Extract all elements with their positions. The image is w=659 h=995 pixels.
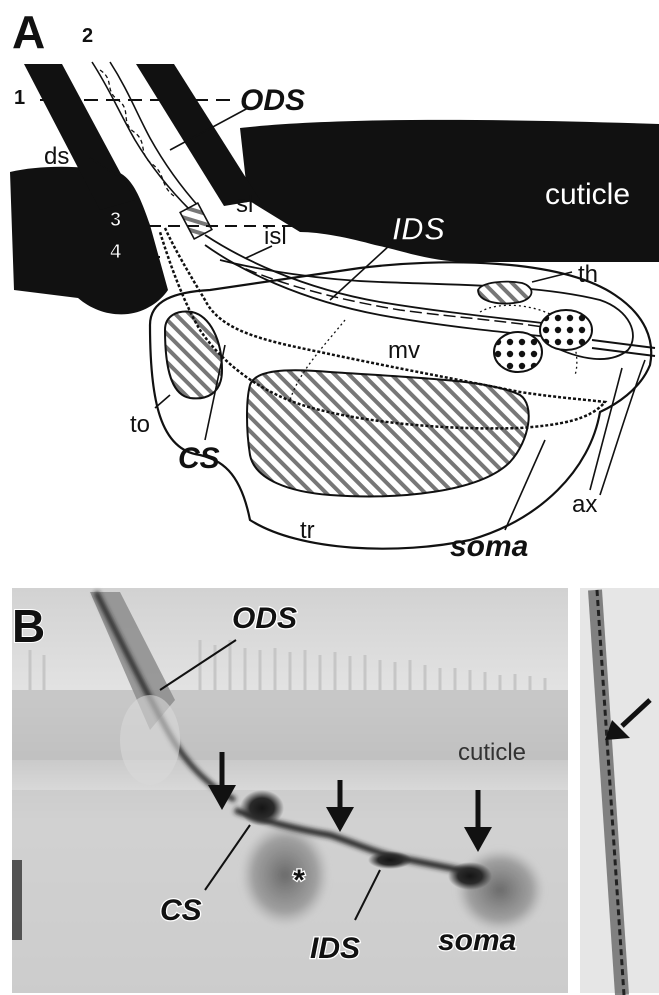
- panel-a-diagram: A 1 2 3 4 ODS ds cuticle sl isl IDS th m…: [10, 6, 659, 563]
- label-b-soma: soma: [438, 924, 516, 957]
- section-number-3: 3: [110, 209, 121, 231]
- cs-blob: [240, 790, 284, 826]
- label-b-asterisk: *: [292, 864, 305, 897]
- panel-b-letter: B: [12, 600, 45, 652]
- label-b-cuticle: cuticle: [458, 739, 526, 766]
- label-ax: ax: [572, 491, 597, 518]
- label-ids: IDS: [392, 211, 446, 247]
- label-isl: isl: [264, 223, 287, 250]
- label-cuticle: cuticle: [545, 178, 630, 211]
- soma-nucleus-2: [494, 332, 542, 372]
- soma-blob: [448, 862, 492, 890]
- cs-halo: [240, 823, 330, 927]
- ciliary-constriction: [180, 203, 212, 239]
- thecogen-inclusion: [478, 282, 532, 304]
- label-b-ods: ODS: [232, 602, 297, 635]
- label-b-cs: CS: [160, 894, 202, 927]
- section-number-4: 4: [110, 241, 122, 263]
- label-to: to: [130, 411, 150, 438]
- label-cs: CS: [178, 442, 220, 475]
- section-number-2: 2: [82, 25, 93, 47]
- label-ds: ds: [44, 143, 69, 170]
- label-b-ids: IDS: [310, 932, 360, 965]
- section-number-1: 1: [14, 87, 25, 109]
- panel-a-letter: A: [12, 6, 45, 58]
- trichogen-inclusion: [247, 370, 529, 496]
- socket: [120, 695, 180, 785]
- soma-nucleus-1: [540, 310, 592, 350]
- left-edge-dark: [12, 860, 22, 940]
- label-th: th: [578, 261, 598, 288]
- soma-halo: [455, 848, 545, 932]
- left-cuticle-wall: [10, 167, 168, 315]
- label-ods: ODS: [240, 84, 305, 117]
- label-soma: soma: [450, 530, 528, 563]
- label-tr: tr: [300, 517, 315, 544]
- label-sl: sl: [236, 191, 253, 218]
- label-mv: mv: [388, 337, 420, 364]
- ids-blob: [368, 851, 412, 869]
- panel-b-micrograph: B ODS cuticle CS * IDS soma: [12, 588, 659, 995]
